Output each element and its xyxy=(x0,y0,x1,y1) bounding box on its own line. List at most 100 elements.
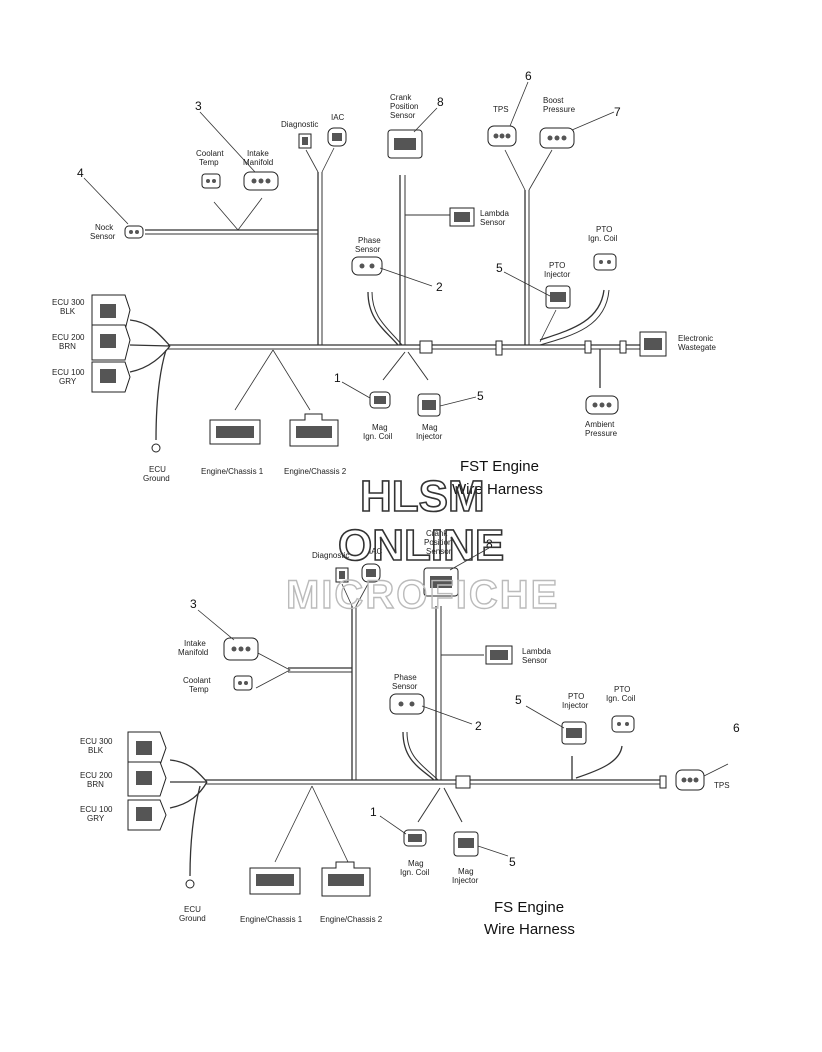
fst-label-ambient-2: Pressure xyxy=(585,429,618,438)
fs-ecu-300-connector xyxy=(127,731,167,766)
fst-label-crank-3: Sensor xyxy=(390,111,416,120)
fst-label-ecu300-2: BLK xyxy=(60,307,76,316)
fs-harness: Diagnostic IAC Crank Position Sensor Int… xyxy=(80,529,740,938)
fs-label-lambda-2: Sensor xyxy=(522,656,548,665)
fs-label-pto-coil-1: PTO xyxy=(614,685,630,694)
fst-chassis-2-connector xyxy=(289,413,339,447)
fs-label-chassis-1: Engine/Chassis 1 xyxy=(240,915,303,924)
fs-label-ecu100-1: ECU 100 xyxy=(80,805,113,814)
fst-callout-5a: 5 xyxy=(496,261,503,275)
fst-label-intake-1: Intake xyxy=(247,149,269,158)
fs-lambda-sensor-connector xyxy=(485,645,513,665)
fst-label-boost-2: Pressure xyxy=(543,105,576,114)
fst-title-line2: Wire Harness xyxy=(452,481,543,498)
fst-ambient-pressure-connector xyxy=(585,395,619,415)
fst-lambda-sensor-connector xyxy=(449,207,475,227)
fs-callout-2: 2 xyxy=(475,719,482,733)
fs-label-intake-2: Manifold xyxy=(178,648,208,657)
fs-callout-5b: 5 xyxy=(509,855,516,869)
fst-coolant-temp-connector xyxy=(201,173,221,189)
fst-ecu-100-connector xyxy=(91,361,131,393)
fst-label-coolant-2: Temp xyxy=(199,158,219,167)
fst-label-nock-1: Nock xyxy=(95,223,114,232)
fst-crank-sensor-connector xyxy=(387,129,423,159)
fst-callout-8: 8 xyxy=(437,95,444,109)
fs-label-mag-coil-2: Ign. Coil xyxy=(400,868,430,877)
fs-label-iac: IAC xyxy=(369,547,383,556)
fst-diagnostic-connector xyxy=(298,133,312,149)
fst-callout-3: 3 xyxy=(195,99,202,113)
fs-phase-sensor-connector xyxy=(389,693,425,715)
fst-label-wastegate-2: Wastegate xyxy=(678,343,716,352)
fs-intake-manifold-connector xyxy=(223,637,259,661)
fs-label-pto-coil-2: Ign. Coil xyxy=(606,694,636,703)
fs-label-coolant-2: Temp xyxy=(189,685,209,694)
fs-label-chassis-2: Engine/Chassis 2 xyxy=(320,915,383,924)
fst-harness: Diagnostic IAC Crank Position Sensor TPS… xyxy=(52,69,716,498)
fst-label-ecu200-2: BRN xyxy=(59,342,76,351)
fs-label-ground-2: Ground xyxy=(179,914,206,923)
fst-callout-4: 4 xyxy=(77,166,84,180)
fs-label-mag-inj-1: Mag xyxy=(458,867,474,876)
fst-label-pto-inj-2: Injector xyxy=(544,270,571,279)
fs-label-ecu300-1: ECU 300 xyxy=(80,737,113,746)
fs-label-phase-1: Phase xyxy=(394,673,417,682)
fs-ecu-100-connector xyxy=(127,799,167,831)
fs-iac-connector xyxy=(361,563,381,583)
fs-pto-injector-connector xyxy=(561,721,587,745)
fs-title-line2: Wire Harness xyxy=(484,921,575,938)
fst-wastegate-connector xyxy=(639,331,667,357)
fs-label-ecu200-1: ECU 200 xyxy=(80,771,113,780)
fs-label-intake-1: Intake xyxy=(184,639,206,648)
fst-ecu-200-connector xyxy=(91,324,131,361)
fst-label-pto-inj-1: PTO xyxy=(549,261,565,270)
fs-mag-injector-connector xyxy=(453,831,479,857)
fst-label-mag-coil-1: Mag xyxy=(372,423,388,432)
fst-mag-injector-connector xyxy=(417,393,441,417)
fst-label-mag-inj-1: Mag xyxy=(422,423,438,432)
fst-label-mag-inj-2: Injector xyxy=(416,432,443,441)
fst-label-mag-coil-2: Ign. Coil xyxy=(363,432,393,441)
watermark-line2: ONLINE xyxy=(338,521,504,570)
fst-label-ecu100-1: ECU 100 xyxy=(52,368,85,377)
fs-mag-coil-connector xyxy=(403,829,427,847)
fs-label-ground-1: ECU xyxy=(184,905,201,914)
fs-label-pto-inj-2: Injector xyxy=(562,701,589,710)
fst-label-boost-1: Boost xyxy=(543,96,564,105)
fs-label-tps: TPS xyxy=(714,781,730,790)
fst-phase-sensor-connector xyxy=(351,256,383,276)
fs-callout-1: 1 xyxy=(370,805,377,819)
fs-label-coolant-1: Coolant xyxy=(183,676,211,685)
fs-callout-3: 3 xyxy=(190,597,197,611)
fst-title-line1: FST Engine xyxy=(460,458,539,475)
fst-label-ecu300-1: ECU 300 xyxy=(52,298,85,307)
fst-label-ecu100-2: GRY xyxy=(59,377,77,386)
fst-label-crank-2: Position xyxy=(390,102,418,111)
fst-chassis-1-connector xyxy=(209,419,261,445)
fs-title-line1: FS Engine xyxy=(494,899,564,916)
fst-label-phase-1: Phase xyxy=(358,236,381,245)
fst-intake-manifold-connector xyxy=(243,171,279,191)
fs-label-crank-3: Sensor xyxy=(426,547,452,556)
fst-label-ecu200-1: ECU 200 xyxy=(52,333,85,342)
fst-label-lambda-2: Sensor xyxy=(480,218,506,227)
fs-chassis-2-connector xyxy=(321,861,371,897)
fs-ecu-200-connector xyxy=(127,761,167,797)
fst-label-phase-2: Sensor xyxy=(355,245,381,254)
fs-label-diagnostic: Diagnostic xyxy=(312,551,349,560)
fst-label-diagnostic: Diagnostic xyxy=(281,120,318,129)
fs-label-pto-inj-1: PTO xyxy=(568,692,584,701)
fs-label-ecu100-2: GRY xyxy=(87,814,105,823)
fst-ground-wire xyxy=(155,349,167,441)
fs-pto-coil-connector xyxy=(611,715,635,733)
fs-callout-6: 6 xyxy=(733,721,740,735)
fs-diagnostic-connector xyxy=(335,567,349,583)
fst-label-ambient-1: Ambient xyxy=(585,420,615,429)
fst-label-pto-coil-2: Ign. Coil xyxy=(588,234,618,243)
fs-coolant-temp-connector xyxy=(233,675,253,691)
fst-label-wastegate-1: Electronic xyxy=(678,334,713,343)
fst-label-coolant-1: Coolant xyxy=(196,149,224,158)
fs-chassis-1-connector xyxy=(249,867,301,895)
fst-label-nock-2: Sensor xyxy=(90,232,116,241)
fs-callout-5a: 5 xyxy=(515,693,522,707)
